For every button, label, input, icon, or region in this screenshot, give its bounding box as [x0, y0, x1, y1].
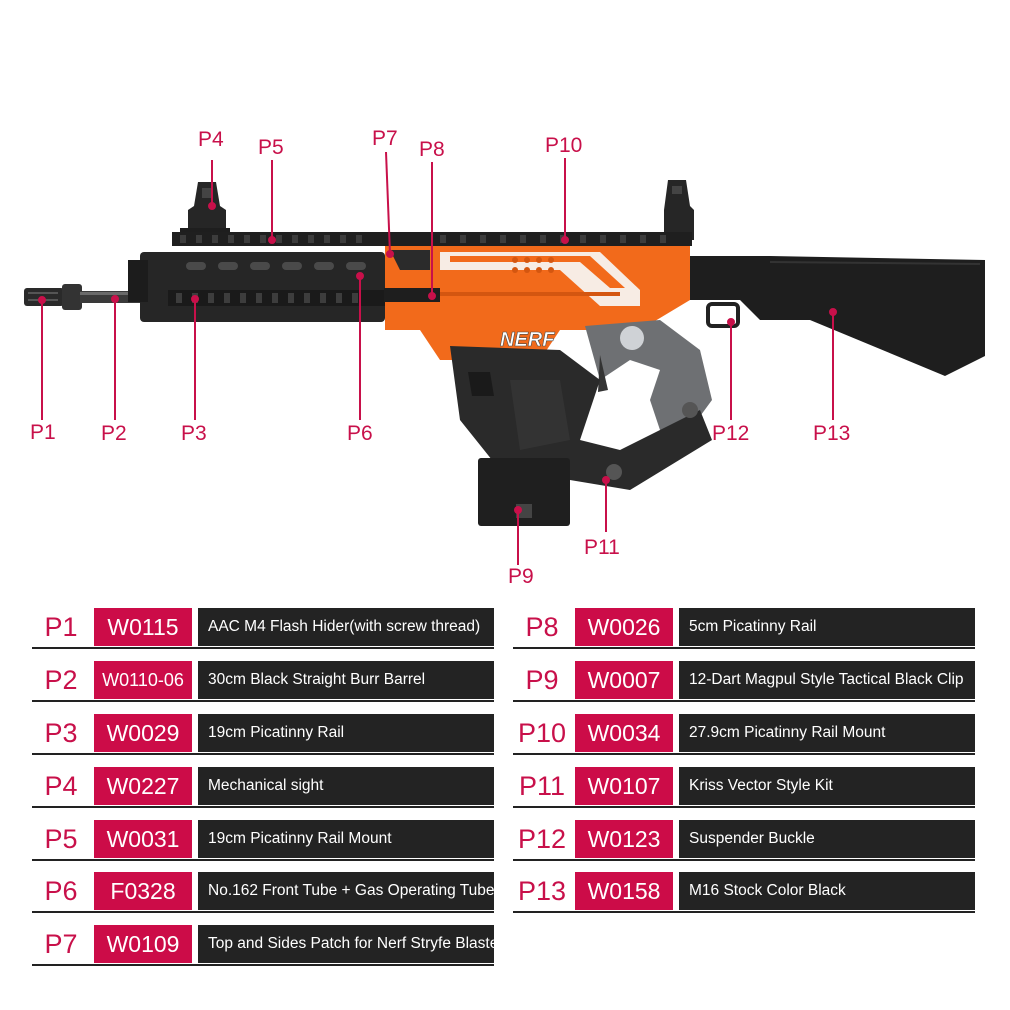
stock [690, 256, 985, 376]
callout-p1: P1 [30, 421, 56, 444]
callout-p6: P6 [347, 422, 373, 445]
rear-sight [664, 180, 694, 240]
part-code: W0123 [575, 820, 673, 858]
part-code: W0110-06 [94, 661, 192, 699]
callout-p3: P3 [181, 422, 207, 445]
part-code: W0115 [94, 608, 192, 646]
part-description: No.162 Front Tube + Gas Operating Tube [198, 872, 494, 910]
part-id: P12 [517, 824, 567, 854]
part-code: F0328 [94, 872, 192, 910]
callout-p12: P12 [712, 422, 750, 445]
part-id: P7 [44, 929, 78, 959]
part-description: Suspender Buckle [679, 820, 975, 858]
part-code: W0026 [575, 608, 673, 646]
part-description: M16 Stock Color Black [679, 872, 975, 910]
part-id: P9 [525, 665, 559, 695]
front-rail [384, 288, 440, 302]
part-description: Mechanical sight [198, 767, 494, 805]
callout-p11: P11 [584, 536, 620, 559]
part-description: 19cm Picatinny Rail [198, 714, 494, 752]
part-code: W0158 [575, 872, 673, 910]
front-sight [180, 182, 230, 236]
part-description: AAC M4 Flash Hider(with screw thread) [198, 608, 494, 646]
receiver-body: NERF [385, 246, 690, 360]
part-id: P5 [44, 824, 78, 854]
part-code: W0029 [94, 714, 192, 752]
callout-p13: P13 [813, 422, 851, 445]
part-id: P3 [44, 718, 78, 748]
part-id: P6 [44, 876, 78, 906]
part-description: 5cm Picatinny Rail [679, 608, 975, 646]
vector-kit [450, 346, 712, 490]
part-code: W0107 [575, 767, 673, 805]
part-description: 30cm Black Straight Burr Barrel [198, 661, 494, 699]
part-code: W0227 [94, 767, 192, 805]
part-id: P4 [44, 771, 78, 801]
callout-p4: P4 [198, 128, 224, 151]
part-id: P1 [44, 612, 78, 642]
part-code: W0034 [575, 714, 673, 752]
part-code: W0007 [575, 661, 673, 699]
callout-p2: P2 [101, 422, 127, 445]
part-description: Kriss Vector Style Kit [679, 767, 975, 805]
part-description: 19cm Picatinny Rail Mount [198, 820, 494, 858]
magazine [478, 458, 570, 526]
part-description: 12-Dart Magpul Style Tactical Black Clip [679, 661, 975, 699]
part-description: 27.9cm Picatinny Rail Mount [679, 714, 975, 752]
handguard [128, 252, 388, 322]
callout-p7: P7 [372, 127, 398, 150]
leader-lines [38, 151, 837, 565]
part-id: P2 [44, 665, 78, 695]
grip [585, 320, 712, 430]
part-id: P13 [517, 876, 567, 906]
part-id: P8 [525, 612, 559, 642]
suspender-buckle [706, 302, 740, 328]
part-code: W0031 [94, 820, 192, 858]
callout-p9: P9 [508, 565, 534, 588]
part-id: P10 [517, 718, 567, 748]
flash-hider [24, 284, 82, 310]
callout-p10: P10 [545, 134, 583, 157]
part-id: P11 [518, 771, 566, 801]
callout-p8: P8 [419, 138, 445, 161]
part-code: W0109 [94, 925, 192, 963]
nerf-logo: NERF [500, 329, 555, 351]
callout-p5: P5 [258, 136, 284, 159]
blaster-illustration: NERF [24, 151, 985, 565]
part-description: Top and Sides Patch for Nerf Stryfe Blas… [198, 925, 494, 963]
